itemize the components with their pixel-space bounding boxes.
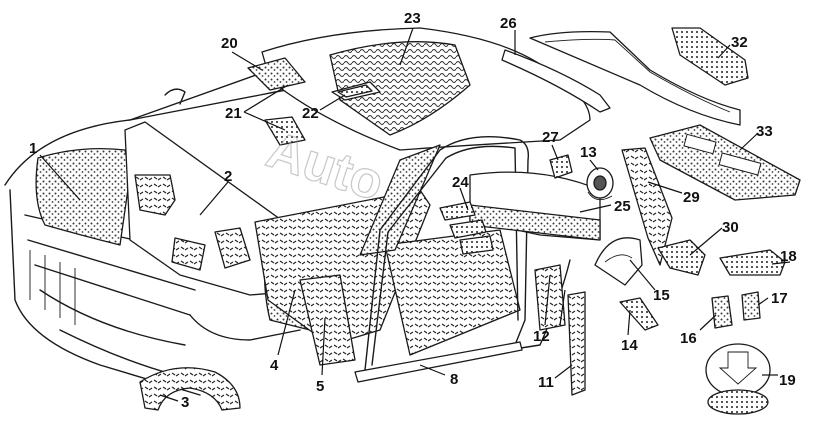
cap-13 xyxy=(586,167,614,201)
block-17 xyxy=(741,291,761,321)
callout-22: 22 xyxy=(302,105,319,122)
filler-cap-19 xyxy=(705,343,771,415)
scuttle-insulation-1 xyxy=(35,147,131,246)
callout-18: 18 xyxy=(780,248,797,265)
callout-8: 8 xyxy=(450,371,458,388)
arch-15 xyxy=(594,237,643,286)
callout-3: 3 xyxy=(181,394,189,411)
callout-11: 11 xyxy=(538,374,554,391)
bracket-18 xyxy=(719,249,786,276)
bracket-30 xyxy=(657,239,706,276)
roof-insulation-23 xyxy=(329,41,471,136)
callout-19: 19 xyxy=(779,372,796,389)
callout-30: 30 xyxy=(722,219,739,236)
seal-12 xyxy=(534,264,566,331)
roof-rail-26 xyxy=(501,49,611,113)
trim-11 xyxy=(567,291,586,396)
door-frame xyxy=(364,136,530,371)
callout-16: 16 xyxy=(680,330,697,347)
bracket-14 xyxy=(619,297,659,331)
rear-panel-25 xyxy=(469,171,601,241)
pad-27 xyxy=(549,154,573,179)
sunroof-frame xyxy=(529,30,741,126)
callout-21: 21 xyxy=(225,105,242,122)
callout-2: 2 xyxy=(224,168,232,185)
callout-15: 15 xyxy=(653,287,670,304)
wheel-arch-3 xyxy=(139,367,241,411)
part-33 xyxy=(649,124,801,201)
callout-4: 4 xyxy=(270,357,279,374)
clip-21 xyxy=(264,116,306,146)
leader-lines xyxy=(39,27,791,402)
callout-5: 5 xyxy=(316,378,324,395)
callout-20: 20 xyxy=(221,35,238,52)
callout-labels: 1 2 3 4 5 8 11 12 13 14 15 16 17 18 19 2… xyxy=(29,10,797,411)
callout-27: 27 xyxy=(542,129,559,146)
callout-25: 25 xyxy=(614,198,631,215)
callout-32: 32 xyxy=(731,34,748,51)
pillar-29 xyxy=(621,147,673,266)
trim-20 xyxy=(247,57,306,91)
sill-strip-8 xyxy=(354,341,523,383)
part-32 xyxy=(671,27,749,86)
callout-13: 13 xyxy=(580,144,597,161)
a-pillar-trim xyxy=(359,144,441,256)
block-16 xyxy=(711,295,733,329)
callout-14: 14 xyxy=(621,337,638,354)
callout-29: 29 xyxy=(683,189,700,206)
callout-33: 33 xyxy=(756,123,773,140)
callout-23: 23 xyxy=(404,10,421,27)
callout-17: 17 xyxy=(771,290,788,307)
callout-26: 26 xyxy=(500,15,517,32)
callout-24: 24 xyxy=(452,174,469,191)
callout-1: 1 xyxy=(29,140,37,157)
callout-12: 12 xyxy=(533,328,550,345)
